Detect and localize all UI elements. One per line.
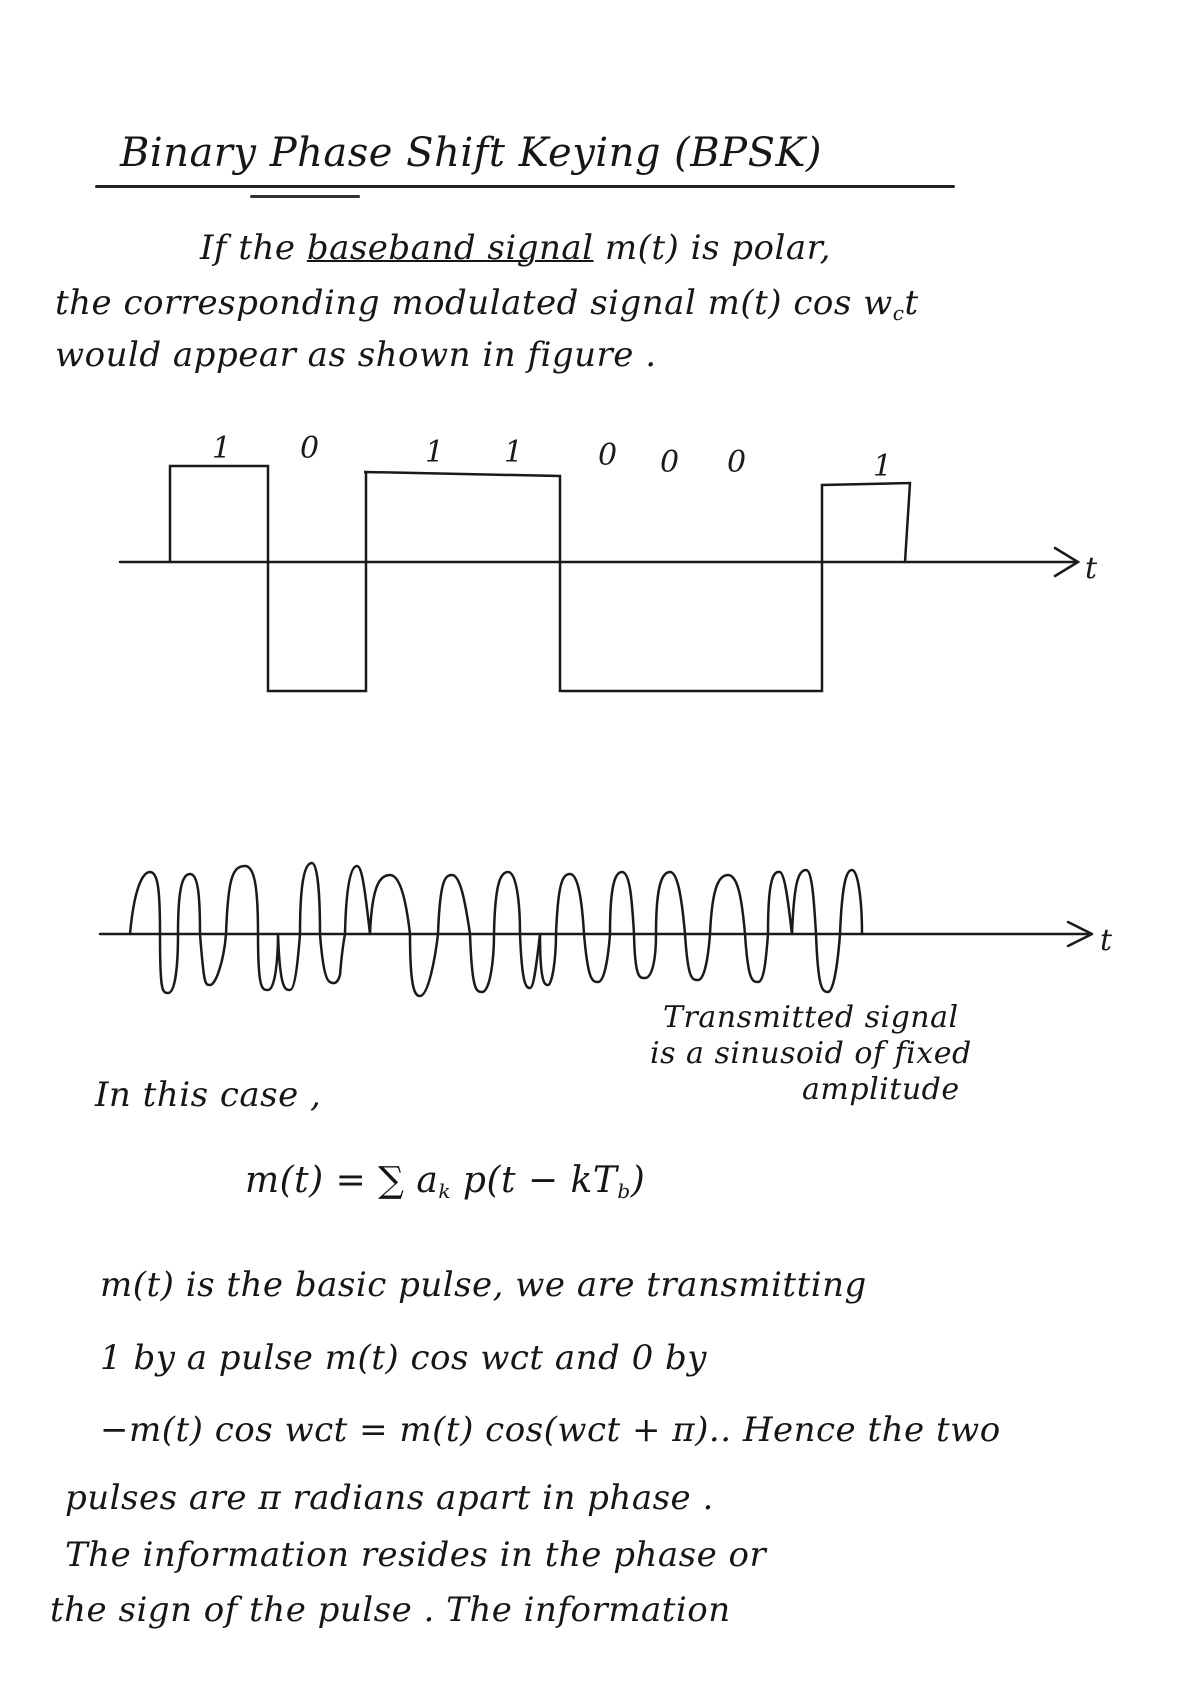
- intro-line-1: If the baseband signal m(t) is polar,: [200, 228, 831, 268]
- bit-label: 1: [873, 449, 892, 484]
- paragraph-line: −m(t) cos wᴄt = m(t) cos(wᴄt + π).. Henc…: [100, 1410, 1001, 1450]
- intro-text: If the: [200, 228, 307, 268]
- subscript: k: [438, 1179, 451, 1203]
- polar-nrz-signal: [168, 464, 912, 693]
- equation-lhs: m(t) =: [245, 1160, 379, 1201]
- intro-text: m(t) is polar,: [593, 228, 831, 268]
- bit-label: 1: [504, 435, 523, 470]
- axis-label: t: [1100, 923, 1113, 958]
- in-this-case-text: In this case ,: [95, 1075, 322, 1115]
- paragraph-line: m(t) is the basic pulse, we are transmit…: [100, 1265, 867, 1305]
- intro-text: t: [904, 283, 919, 323]
- title-double-underline: [250, 195, 360, 198]
- caption-line: amplitude: [802, 1072, 960, 1107]
- figure-caption: Transmitted signal is a sinusoid of fixe…: [650, 1000, 972, 1108]
- intro-underlined-term: baseband signal: [306, 228, 594, 268]
- page-title: Binary Phase Shift Keying (BPSK): [120, 130, 822, 176]
- bit-label: 0: [300, 431, 319, 466]
- title-underline: [95, 185, 955, 188]
- caption-line: Transmitted signal: [663, 1000, 959, 1035]
- caption-line: is a sinusoid of fixed: [650, 1036, 972, 1071]
- bit-label: 0: [727, 445, 746, 480]
- paragraph-line: 1 by a pulse m(t) cos wᴄt and 0 by: [100, 1338, 707, 1378]
- equation-close: ): [630, 1160, 646, 1201]
- paragraph-line: the sign of the pulse . The information: [50, 1590, 731, 1630]
- paragraph-line: The information resides in the phase or: [65, 1535, 767, 1575]
- bit-label: 1: [425, 435, 444, 470]
- equation-sum: ∑ a: [378, 1160, 439, 1201]
- paragraph-line: pulses are π radians apart in phase .: [65, 1478, 714, 1518]
- intro-line-2: the corresponding modulated signal m(t) …: [55, 283, 919, 325]
- subscript: b: [617, 1179, 631, 1203]
- bit-label: 1: [212, 431, 231, 466]
- baseband-waveform-figure: 1 0 1 1 0 0 0 1 t: [118, 431, 1098, 693]
- bit-label: 0: [660, 445, 679, 480]
- axis-arrow-icon: [1053, 546, 1081, 578]
- equation-pulse: p(t − kT: [450, 1160, 618, 1201]
- modulated-carrier-signal: [128, 861, 864, 998]
- axis-label: t: [1085, 551, 1098, 586]
- bpsk-waveform-figure: t: [98, 861, 1113, 998]
- axis-arrow-icon: [1066, 920, 1094, 948]
- bit-label: 0: [598, 438, 617, 473]
- intro-line-3: would appear as shown in figure .: [55, 335, 657, 375]
- intro-text: the corresponding modulated signal m(t) …: [55, 283, 893, 323]
- subscript: c: [892, 301, 905, 325]
- equation-mt: m(t) = ∑ ak p(t − kTb): [245, 1160, 645, 1203]
